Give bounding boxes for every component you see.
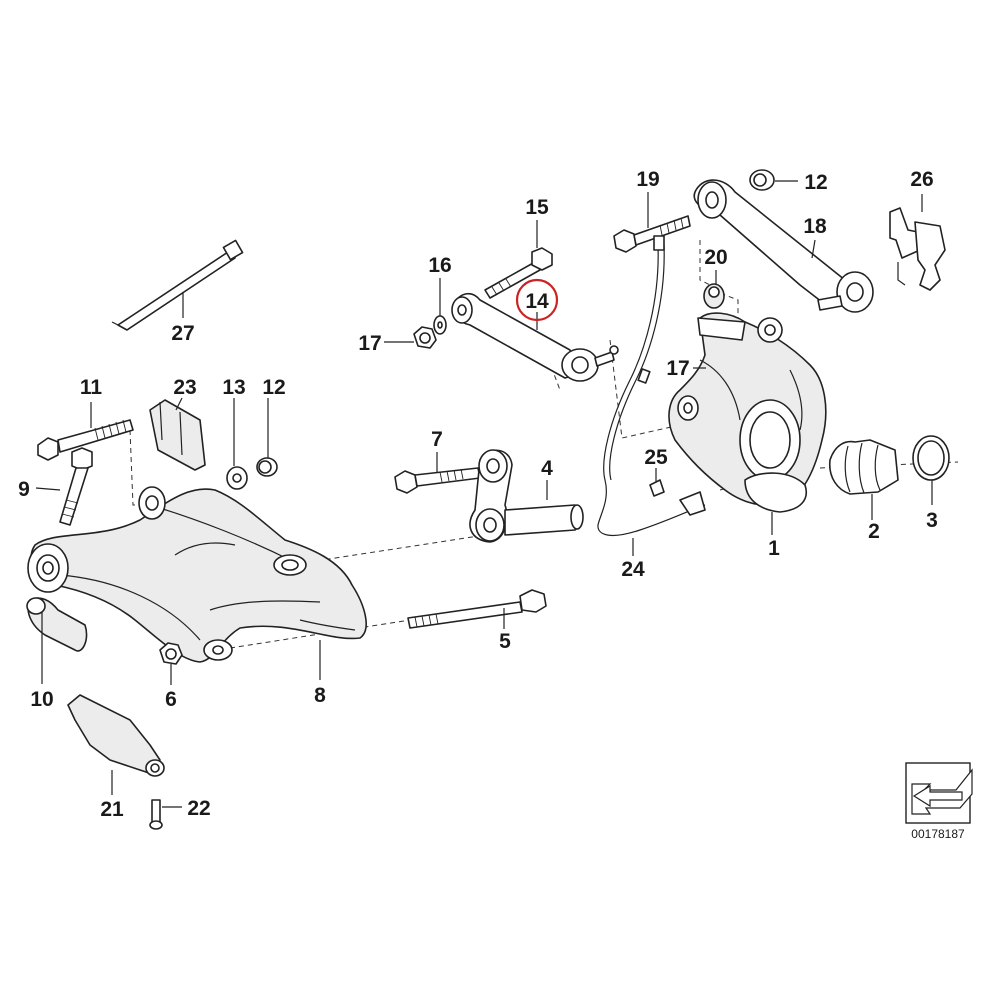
- bolt-11: [37, 419, 134, 461]
- callout-2: 2: [868, 520, 880, 543]
- callout-24: 24: [621, 558, 645, 581]
- cable-tie: [111, 239, 244, 331]
- callout-8: 8: [314, 684, 326, 707]
- screw-22: [149, 799, 163, 830]
- callout-11: 11: [80, 376, 103, 399]
- bracket-26: [889, 207, 946, 291]
- bushing-20: [703, 283, 725, 309]
- callout-1: 1: [768, 537, 780, 560]
- bolt-15: [484, 247, 553, 299]
- callout-18: 18: [803, 215, 827, 238]
- upper-arm-18: [693, 179, 874, 313]
- callout-17-left: 17: [358, 332, 381, 355]
- bolt-9: [59, 447, 93, 526]
- callout-19: 19: [636, 168, 659, 191]
- sensor-wire-24: [597, 235, 706, 537]
- callout-13: 13: [222, 376, 245, 399]
- wheel-carrier-1: [668, 312, 827, 513]
- bolt-19: [613, 215, 691, 253]
- callout-14: 14: [525, 290, 549, 313]
- nut-17-left: [413, 326, 437, 349]
- nut-12-right: [749, 169, 775, 191]
- lower-control-arm: [27, 486, 367, 663]
- nut-6: [159, 642, 183, 665]
- callout-26: 26: [910, 168, 933, 191]
- highlight-circle: [515, 278, 559, 322]
- bracket-21: [67, 694, 165, 777]
- cover-cap-10: [26, 597, 88, 652]
- callout-22: 22: [187, 797, 210, 820]
- callout-15: 15: [525, 196, 549, 219]
- bracket-clip: [149, 399, 206, 471]
- nut-12-left: [256, 457, 278, 477]
- vehicle-direction-icon: [905, 762, 973, 824]
- reference-number: 00178187: [911, 827, 965, 841]
- upper-control-arm-14: [451, 292, 619, 382]
- callout-25: 25: [644, 446, 668, 469]
- callout-16: 16: [428, 254, 451, 277]
- callout-20: 20: [704, 246, 727, 269]
- callout-7: 7: [431, 428, 443, 451]
- leader-lines: [35, 180, 933, 808]
- callout-12-right: 12: [804, 171, 827, 194]
- washer-13: [226, 466, 248, 490]
- callout-17-right: 17: [666, 357, 689, 380]
- washer-16: [433, 315, 447, 335]
- callout-4: 4: [541, 457, 553, 480]
- seal-ring-3: [912, 435, 950, 481]
- callout-23: 23: [173, 376, 196, 399]
- callout-12-left: 12: [262, 376, 285, 399]
- callout-6: 6: [165, 688, 177, 711]
- callout-9: 9: [18, 478, 30, 501]
- callout-labels: 1 2 3 4 5 6 7 8 9 10 11 12 12 13 14 15 1…: [18, 168, 938, 821]
- callout-3: 3: [926, 509, 938, 532]
- callout-27: 27: [171, 322, 194, 345]
- toe-link-4: [469, 449, 584, 543]
- callout-21: 21: [100, 798, 124, 821]
- cv-boot-2: [828, 439, 899, 495]
- callout-5: 5: [499, 630, 511, 653]
- bolt-5: [407, 589, 547, 629]
- screw-25: [649, 479, 665, 497]
- callout-10: 10: [30, 688, 53, 711]
